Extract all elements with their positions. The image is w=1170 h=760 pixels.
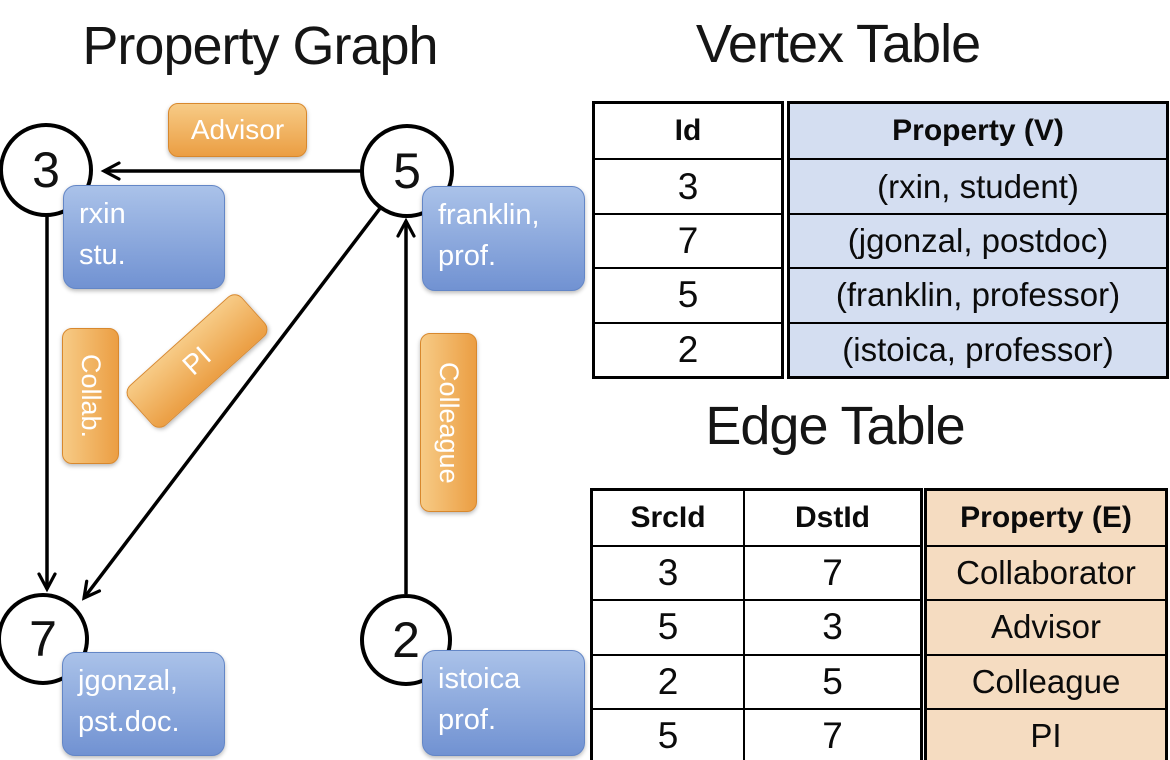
edge-table-src-cell: 3 xyxy=(593,545,743,599)
vertex-box-line: prof. xyxy=(438,704,497,737)
vertex-table-property-cell: (jgonzal, postdoc) xyxy=(790,212,1166,267)
edge-table-dst-header: DstId xyxy=(743,491,920,546)
vertex-box-istoica: istoica prof. xyxy=(422,650,585,756)
edge-table-property-cell: Advisor xyxy=(927,599,1165,653)
edge-table-src-cell: 2 xyxy=(593,653,743,708)
vertex-table-title: Vertex Table xyxy=(695,14,981,74)
vertex-table-property-cell: (franklin, professor) xyxy=(790,267,1166,321)
vertex-box-line: prof. xyxy=(438,240,497,273)
vertex-box-franklin: franklin, prof. xyxy=(422,186,585,291)
vertex-box-line: jgonzal, xyxy=(78,665,178,697)
vertex-table-property-cell: (rxin, student) xyxy=(790,158,1166,212)
edge-table-src-cell: 5 xyxy=(593,707,743,760)
vertex-table-id-cell: 7 xyxy=(595,212,781,267)
edge-label-collab: Collab. xyxy=(62,328,119,464)
edge-label-advisor: Advisor xyxy=(168,103,307,157)
node-label-7: 7 xyxy=(29,611,57,667)
edge-table-property-header: Property (E) xyxy=(960,501,1132,535)
vertex-table-id-cell: 3 xyxy=(595,158,781,212)
edge-table-property-cell: Collaborator xyxy=(927,545,1165,599)
vertex-table-id-cell: 2 xyxy=(595,321,781,376)
property-graph-title: Property Graph xyxy=(82,16,438,76)
vertex-table-property-header: Property (V) xyxy=(892,114,1064,148)
vertex-table-id-cell: 5 xyxy=(595,267,781,321)
vertex-table-property-column: Property (V) (rxin, student) (jgonzal, p… xyxy=(787,101,1169,379)
vertex-box-jgonzal: jgonzal, pst.doc. xyxy=(62,652,225,756)
vertex-box-rxin: rxin stu. xyxy=(63,185,225,289)
vertex-box-line: stu. xyxy=(79,239,126,272)
vertex-box-line: istoica xyxy=(438,663,521,695)
vertex-box-line: franklin, xyxy=(438,199,540,231)
edge-table-property-cell: Colleague xyxy=(927,653,1165,708)
vertex-box-line: rxin xyxy=(79,198,126,230)
edge-table-src-dst-columns: SrcId DstId 3 7 5 3 2 5 5 7 xyxy=(590,488,923,760)
edge-table-src-header: SrcId xyxy=(630,501,706,535)
edge-table-dst-cell: 5 xyxy=(743,653,920,708)
node-label-3: 3 xyxy=(32,142,60,198)
edge-label-colleague: Colleague xyxy=(420,333,477,512)
edge-table-dst-cell: 7 xyxy=(743,545,920,600)
edge-table-property-cell: PI xyxy=(927,707,1165,760)
edge-pi-5-to-7 xyxy=(81,205,383,601)
edge-table-dst-cell: 7 xyxy=(743,707,920,760)
edge-table-title: Edge Table xyxy=(705,396,965,456)
node-label-2: 2 xyxy=(392,612,420,668)
edge-table-property-column: Property (E) Collaborator Advisor Collea… xyxy=(924,488,1168,760)
edge-table-dst-cell: 3 xyxy=(743,599,920,654)
vertex-table-id-header: Id xyxy=(674,114,702,148)
vertex-table-id-column: Id 3 7 5 2 xyxy=(592,101,784,379)
vertex-table-property-cell: (istoica, professor) xyxy=(790,321,1166,376)
node-label-5: 5 xyxy=(393,143,421,199)
vertex-box-line: pst.doc. xyxy=(78,706,180,739)
edge-table-src-cell: 5 xyxy=(593,599,743,653)
